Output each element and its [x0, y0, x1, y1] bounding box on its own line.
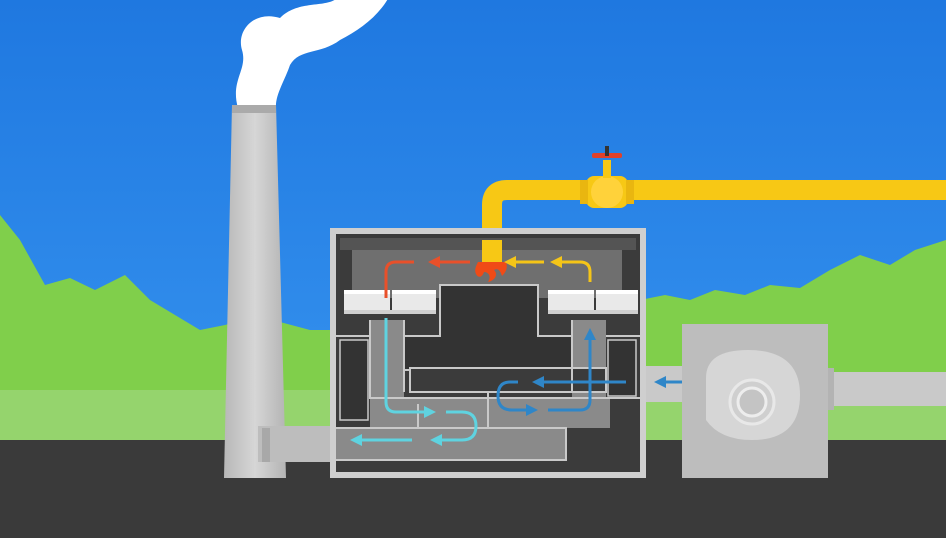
fan-intake-flange — [828, 368, 834, 410]
outlet-duct — [258, 426, 338, 462]
fan-intake-duct — [828, 372, 946, 406]
flow-inlet-curve — [496, 380, 538, 416]
flow-cool-left-down — [384, 318, 436, 418]
chamber-outlines — [336, 320, 640, 461]
left-wall-pocket — [339, 339, 369, 421]
flow-inlet-up — [548, 328, 596, 412]
right-wall-pocket — [607, 339, 637, 397]
flame-icon — [475, 262, 507, 282]
valve-icon — [580, 146, 634, 208]
flow-hot-down — [384, 260, 414, 298]
fan-icon — [682, 324, 828, 478]
center-inner-bar — [409, 367, 607, 393]
ceramic-media-left — [344, 290, 436, 314]
outlet-duct-flange — [262, 428, 270, 462]
smoke-icon — [235, 0, 388, 108]
flow-cool-u-turn — [430, 410, 478, 446]
bottom-chamber — [336, 428, 566, 460]
smokestack-top-shade — [232, 105, 276, 113]
flow-warm-curve — [550, 256, 592, 282]
ceramic-media-right — [548, 290, 638, 314]
smokestack — [224, 105, 286, 478]
gas-pipe — [482, 180, 946, 262]
burner-nozzle — [482, 240, 502, 262]
